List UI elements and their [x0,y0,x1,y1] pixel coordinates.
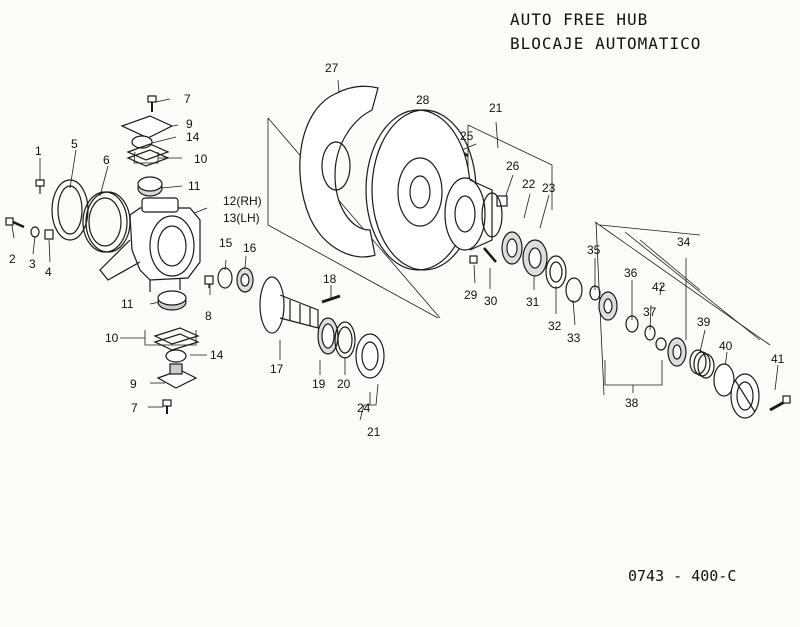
clutch-34 [667,337,687,367]
bearing-11-top [137,176,163,197]
callout-17: 17 [270,362,284,376]
callout-3: 3 [29,257,36,271]
bearing-16 [236,267,254,293]
seal-15 [217,267,233,289]
callout-29: 29 [464,288,478,302]
shims-10-top [126,143,170,167]
callout-38: 38 [625,396,639,410]
callout-34: 34 [677,235,691,249]
king-pin-cap-9-bottom [156,363,198,389]
callout-4: 4 [45,265,52,279]
bolt-1 [35,179,45,194]
callout-15: 15 [219,236,233,250]
callout-5: 5 [71,137,78,151]
bearing-31 [522,239,548,277]
washer-35 [589,285,601,301]
callout-13-lh: 13(LH) [223,211,260,225]
bearing-11-bottom [157,290,187,311]
callout-31: 31 [526,295,540,309]
shims-10-bottom [153,327,200,351]
nut-4 [44,229,54,240]
callout-33: 33 [567,331,581,345]
bolt-7-top [147,95,157,112]
ring-42 [655,337,667,351]
dust-shield-27 [299,85,379,258]
callout-28: 28 [416,93,430,107]
callout-24: 24 [357,401,371,415]
spindle-17 [259,276,319,334]
stud-18 [321,294,341,304]
bolt-2 [5,217,25,229]
cover-40 [713,363,735,397]
hub-body-38 [598,291,618,321]
callout-21-top: 21 [489,101,503,115]
ring-36 [625,315,639,333]
grease-nipple-8 [204,275,214,288]
callout-10-bottom: 10 [105,331,119,345]
callout-1: 1 [35,144,42,158]
race-20 [334,321,356,359]
callout-18: 18 [323,272,337,286]
callout-14-bottom: 14 [210,348,224,362]
callout-16: 16 [243,241,257,255]
ring-37 [644,325,656,341]
shim-14-bottom [165,349,187,363]
lock-nut-33 [565,277,583,303]
diagram-subtitle: BLOCAJE AUTOMATICO [510,34,702,53]
callout-10-top: 10 [194,152,208,166]
steering-knuckle-12-13 [99,197,201,292]
washer-3 [30,226,40,238]
diagram-title: AUTO FREE HUB [510,10,649,29]
callout-11-top: 11 [188,179,201,193]
callout-21-bottom: 21 [367,425,381,439]
callout-20: 20 [337,377,351,391]
bolt-41 [769,395,791,412]
callout-25: 25 [460,129,474,143]
hub-21 [444,177,503,251]
callout-11-bottom: 11 [121,297,134,311]
callout-6: 6 [103,153,110,167]
bolt-7-bottom [162,399,172,414]
dust-seal-5 [51,179,89,241]
oil-seal-6 [82,191,131,253]
bearing-23 [501,231,523,265]
callout-35: 35 [587,243,601,257]
seal-24 [355,333,385,379]
spring-39 [689,349,715,379]
callout-19: 19 [312,377,326,391]
callout-26: 26 [506,159,520,173]
callout-2: 2 [9,252,16,266]
bolt-29 [469,255,478,264]
callout-14-top: 14 [186,130,200,144]
callout-12-rh: 12(RH) [223,194,262,208]
king-pin-cap-9-top [120,115,174,139]
lock-washer-32 [545,255,567,289]
callout-36: 36 [624,266,638,280]
callout-32: 32 [548,319,562,333]
callout-39: 39 [697,315,711,329]
shim-14-top [131,135,153,149]
nut-26 [496,195,508,207]
diagram-code: 0743 - 400-C [628,567,737,585]
bolt-30 [483,247,497,263]
callout-23: 23 [542,181,556,195]
callout-30: 30 [484,294,498,308]
callout-8: 8 [205,309,212,323]
callout-42: 42 [652,280,666,294]
hub-knob-41 [730,373,760,419]
callout-9-top: 9 [186,117,193,131]
callout-40: 40 [719,339,733,353]
brake-disc-28 [365,109,477,271]
callout-7-bottom: 7 [131,401,138,415]
callout-27: 27 [325,61,339,75]
callout-37: 37 [643,305,657,319]
callout-41: 41 [771,352,785,366]
callout-22: 22 [522,177,536,191]
callout-labels: 1 2 3 4 5 6 7 7 8 9 9 10 10 11 11 12(RH)… [9,61,785,439]
callout-7-top: 7 [184,92,191,106]
callout-9-bottom: 9 [130,377,137,391]
